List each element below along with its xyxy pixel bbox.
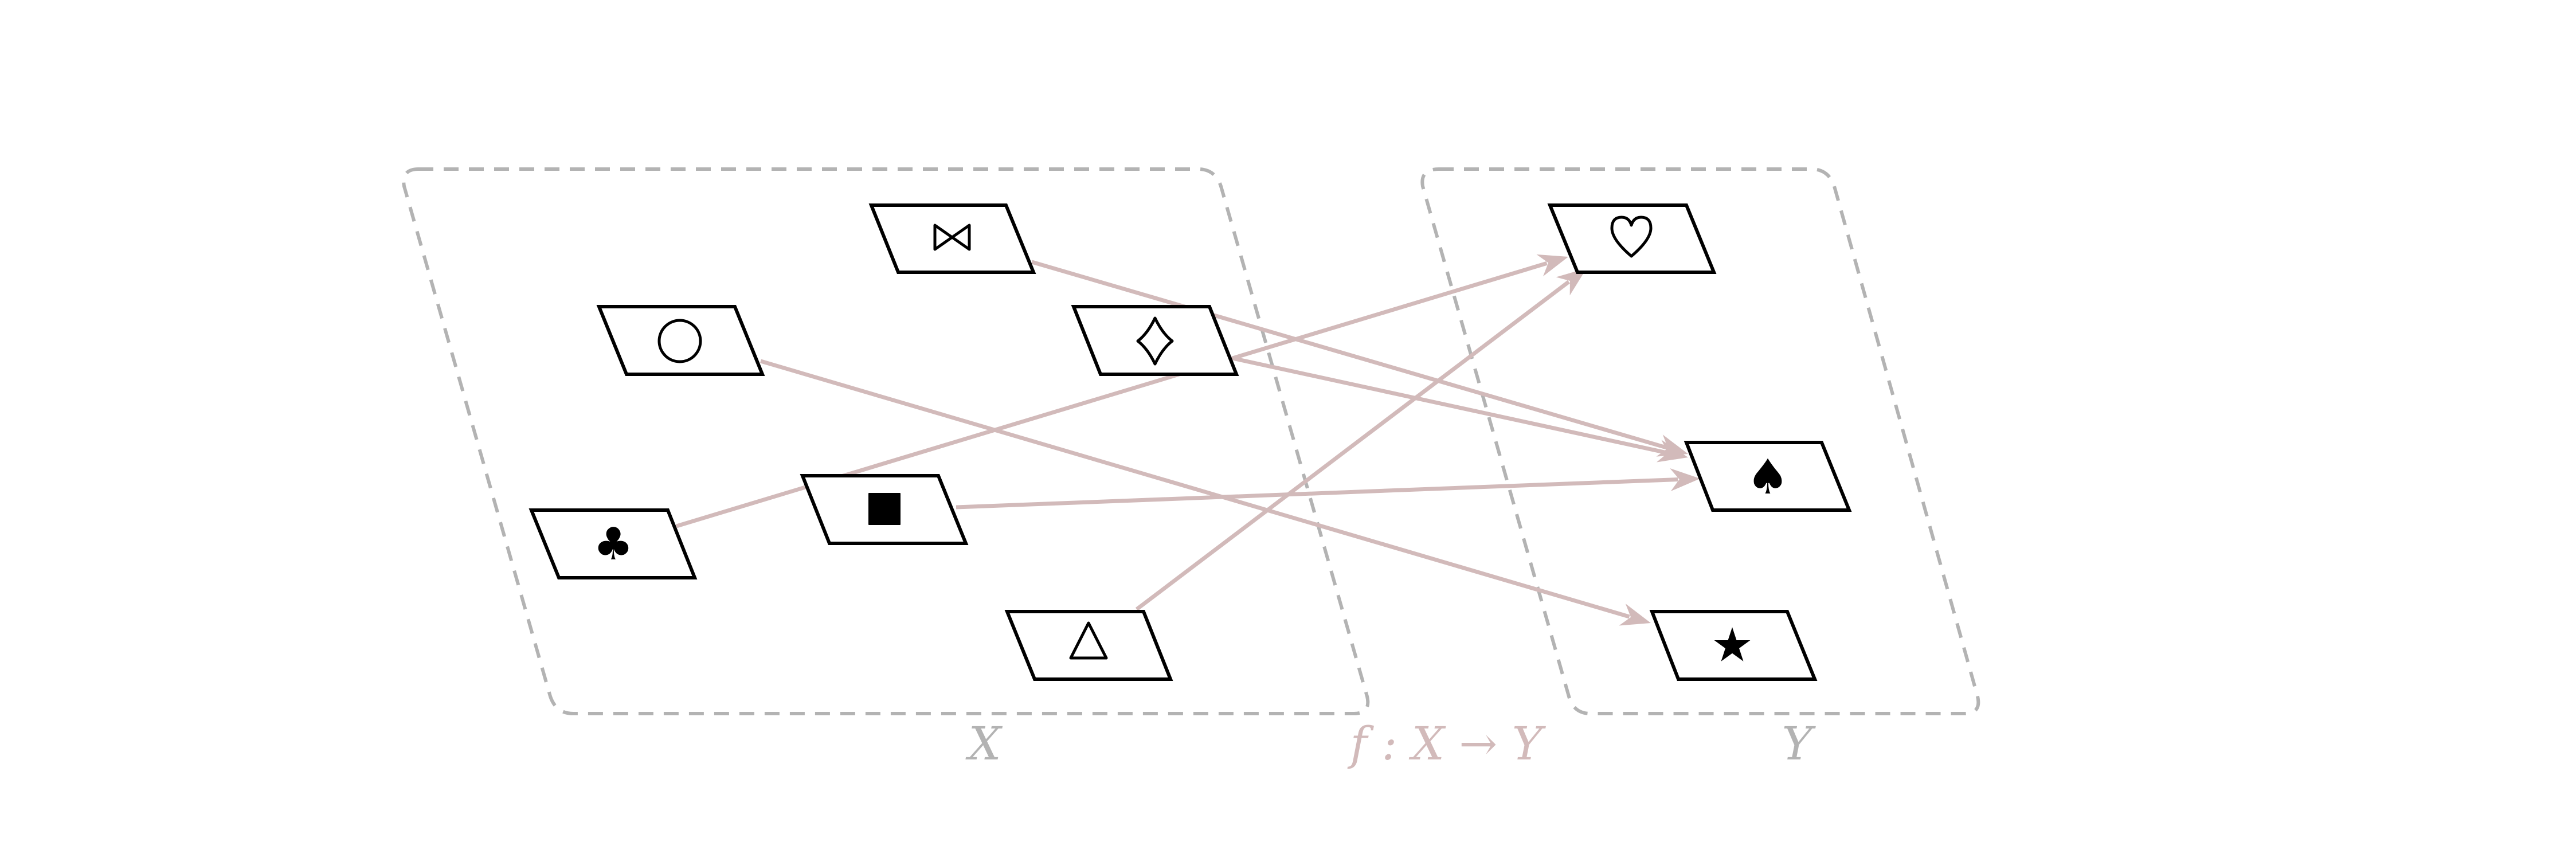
- heart-icon: [1610, 216, 1653, 258]
- element-node-heart: [1547, 203, 1717, 274]
- arrowhead-club-to-heart: [1536, 254, 1568, 277]
- circle-icon: [657, 319, 702, 363]
- element-node-triangle: [1004, 610, 1173, 681]
- arrow-square-to-spade: [956, 477, 1678, 510]
- diamond-icon: [1136, 316, 1174, 366]
- element-node-club: ♣: [528, 508, 698, 579]
- arrowhead-diamond-to-spade: [1656, 440, 1688, 463]
- star-icon: ★: [1711, 618, 1753, 673]
- club-icon: ♣: [593, 519, 633, 570]
- arrow-triangle-to-heart: [1135, 280, 1571, 611]
- map-label: f : X → Y: [1347, 717, 1546, 770]
- element-node-spade: ♠: [1684, 441, 1852, 512]
- set-x-label: X: [965, 717, 1003, 770]
- arrow-circle-to-star: [760, 359, 1630, 619]
- triangle-icon: [1069, 621, 1108, 660]
- arrowhead-square-to-spade: [1670, 468, 1700, 491]
- element-node-bowtie: [868, 203, 1036, 274]
- square-icon: [868, 493, 901, 525]
- element-node-square: [800, 474, 969, 545]
- set-y-boundary: [1420, 167, 1980, 715]
- arrow-bowtie-to-spade: [1031, 260, 1667, 450]
- spade-icon: ♠: [1746, 449, 1789, 505]
- arrowhead-circle-to-star: [1619, 604, 1651, 626]
- arrowhead-triangle-to-heart: [1556, 268, 1587, 296]
- bowtie-icon: [933, 224, 971, 251]
- element-node-diamond: [1071, 305, 1239, 376]
- arrow-diamond-to-spade: [1232, 356, 1667, 455]
- mapping-arrows: [675, 254, 1700, 626]
- element-node-circle: [596, 305, 765, 376]
- set-y-label: Y: [1782, 717, 1816, 770]
- element-node-star: ★: [1649, 610, 1818, 681]
- set-x-boundary: [402, 167, 1370, 715]
